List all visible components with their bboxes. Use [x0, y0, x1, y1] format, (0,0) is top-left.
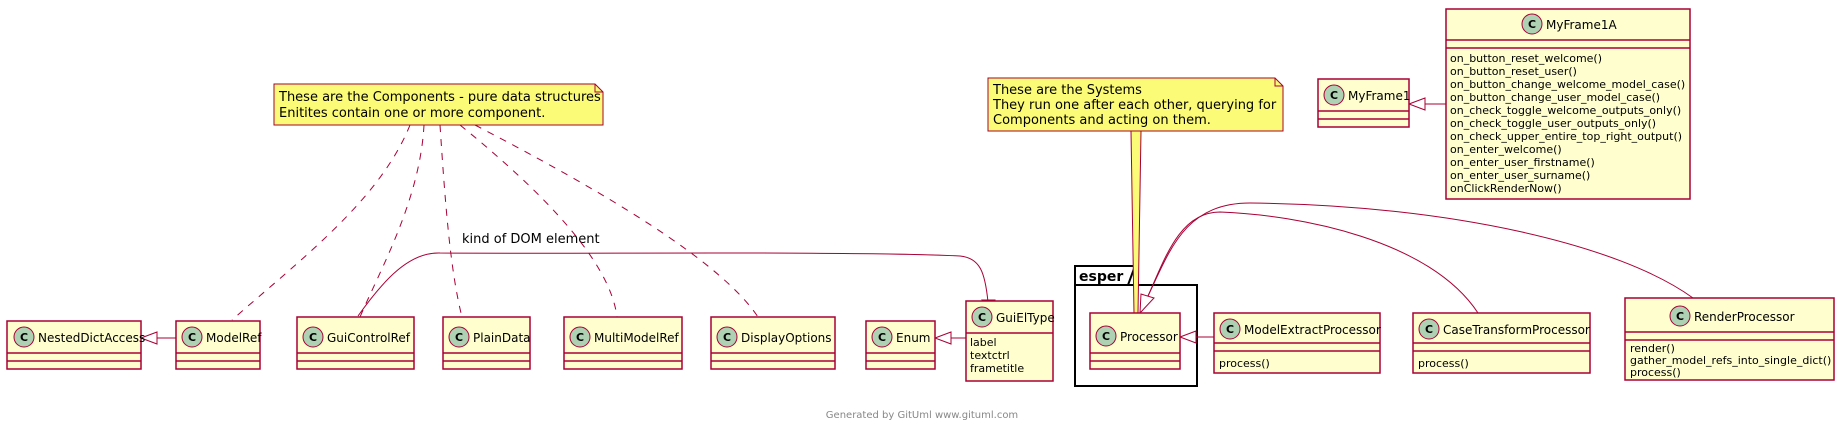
- inheritance-arrowhead: [1407, 97, 1426, 111]
- class-member: textctrl: [970, 349, 1010, 362]
- class-member: process(): [1630, 366, 1681, 379]
- class-stereotype-icon: C: [1528, 18, 1536, 31]
- edge-render-extends-processor: [1147, 202, 1694, 299]
- class-name: Processor: [1120, 330, 1178, 344]
- class-member: label: [970, 336, 997, 349]
- class-stereotype-icon: C: [1330, 89, 1338, 102]
- note-link-plaindata: [439, 124, 463, 318]
- class-name: RenderProcessor: [1694, 310, 1795, 324]
- class-name: ModelRef: [206, 331, 262, 345]
- class-guieltype: C GuiElType label textctrl frametitle: [965, 300, 1055, 382]
- class-guicontrolref: C GuiControlRef: [296, 316, 415, 370]
- class-plaindata: C PlainData: [442, 316, 531, 370]
- note-link-guicontrolref: [359, 124, 425, 318]
- note-link-modelref: [231, 124, 411, 321]
- inheritance-arrowhead: [1178, 330, 1197, 344]
- note-line: Enitites contain one or more component.: [279, 106, 545, 121]
- class-stereotype-icon: C: [878, 331, 886, 344]
- class-modelextractprocessor: C ModelExtractProcessor process(): [1213, 312, 1381, 374]
- class-stereotype-icon: C: [1676, 310, 1684, 323]
- class-displayoptions: C DisplayOptions: [710, 316, 836, 370]
- class-name: ModelExtractProcessor: [1244, 323, 1381, 337]
- class-stereotype-icon: C: [1226, 323, 1234, 336]
- package-title: esper: [1079, 269, 1123, 285]
- class-member: frametitle: [970, 362, 1024, 375]
- class-member: on_check_toggle_welcome_outputs_only(): [1450, 104, 1681, 117]
- class-member: on_button_change_welcome_model_case(): [1450, 78, 1685, 91]
- class-member: on_enter_welcome(): [1450, 143, 1562, 156]
- edges: kind of DOM element: [139, 97, 1694, 345]
- class-member: process(): [1219, 357, 1270, 370]
- class-name: GuiElType: [996, 311, 1055, 325]
- class-member: on_check_upper_entire_top_right_output(): [1450, 130, 1682, 143]
- class-member: on_button_reset_user(): [1450, 65, 1577, 78]
- edge-label-dom: kind of DOM element: [462, 232, 600, 247]
- class-stereotype-icon: C: [20, 331, 28, 344]
- class-name: Enum: [896, 331, 930, 345]
- note-line: Components and acting on them.: [993, 113, 1211, 128]
- class-member: on_button_change_user_model_case(): [1450, 91, 1660, 104]
- class-myframe1a: C MyFrame1A on_button_reset_welcome() on…: [1445, 8, 1691, 200]
- class-member: onClickRenderNow(): [1450, 182, 1562, 195]
- class-member: on_enter_user_firstname(): [1450, 156, 1595, 169]
- class-name: DisplayOptions: [741, 331, 832, 345]
- class-stereotype-icon: C: [978, 311, 986, 324]
- note-link-multimodelref: [459, 124, 618, 318]
- note-systems: These are the Systems They run one after…: [987, 77, 1284, 132]
- class-processor: C Processor: [1089, 312, 1181, 370]
- footer-credit: Generated by GitUml www.gituml.com: [826, 410, 1018, 421]
- class-name: PlainData: [473, 331, 531, 345]
- class-stereotype-icon: C: [309, 331, 317, 344]
- class-member: process(): [1418, 357, 1469, 370]
- class-member: on_check_toggle_user_outputs_only(): [1450, 117, 1656, 130]
- class-stereotype-icon: C: [188, 331, 196, 344]
- class-name: MyFrame1: [1348, 89, 1410, 103]
- class-stereotype-icon: C: [576, 331, 584, 344]
- class-nesteddictaccess: C NestedDictAccess: [6, 320, 145, 370]
- note-line: These are the Components - pure data str…: [278, 90, 601, 105]
- class-name: NestedDictAccess: [38, 331, 145, 345]
- class-stereotype-icon: C: [723, 331, 731, 344]
- note-components: These are the Components - pure data str…: [273, 83, 604, 126]
- edge-casetransform-extends-processor: [1147, 211, 1479, 314]
- class-stereotype-icon: C: [1102, 330, 1110, 343]
- inheritance-arrowhead: [933, 331, 952, 345]
- class-member: on_enter_user_surname(): [1450, 169, 1590, 182]
- class-name: MyFrame1A: [1546, 18, 1617, 32]
- class-casetransformprocessor: C CaseTransformProcessor process(): [1412, 312, 1591, 374]
- class-modelref: C ModelRef: [175, 320, 262, 370]
- inheritance-arrowhead: [1139, 293, 1155, 315]
- class-enum: C Enum: [865, 320, 936, 370]
- class-renderprocessor: C RenderProcessor render() gather_model_…: [1624, 297, 1835, 381]
- class-name: CaseTransformProcessor: [1443, 323, 1590, 337]
- class-myframe1: C MyFrame1: [1317, 78, 1410, 128]
- class-stereotype-icon: C: [1425, 323, 1433, 336]
- note-link-displayoptions: [474, 124, 759, 318]
- class-member: gather_model_refs_into_single_dict(): [1630, 354, 1831, 367]
- edge-guicontrolref-to-guieltype: [357, 252, 989, 317]
- class-multimodelref: C MultiModelRef: [563, 316, 683, 370]
- class-name: GuiControlRef: [327, 331, 411, 345]
- class-name: MultiModelRef: [594, 331, 680, 345]
- note-line: They run one after each other, querying …: [992, 98, 1277, 113]
- class-member: render(): [1630, 342, 1675, 355]
- class-stereotype-icon: C: [455, 331, 463, 344]
- inheritance-arrowhead: [139, 331, 158, 345]
- note-line: These are the Systems: [992, 83, 1142, 98]
- class-member: on_button_reset_welcome(): [1450, 52, 1602, 65]
